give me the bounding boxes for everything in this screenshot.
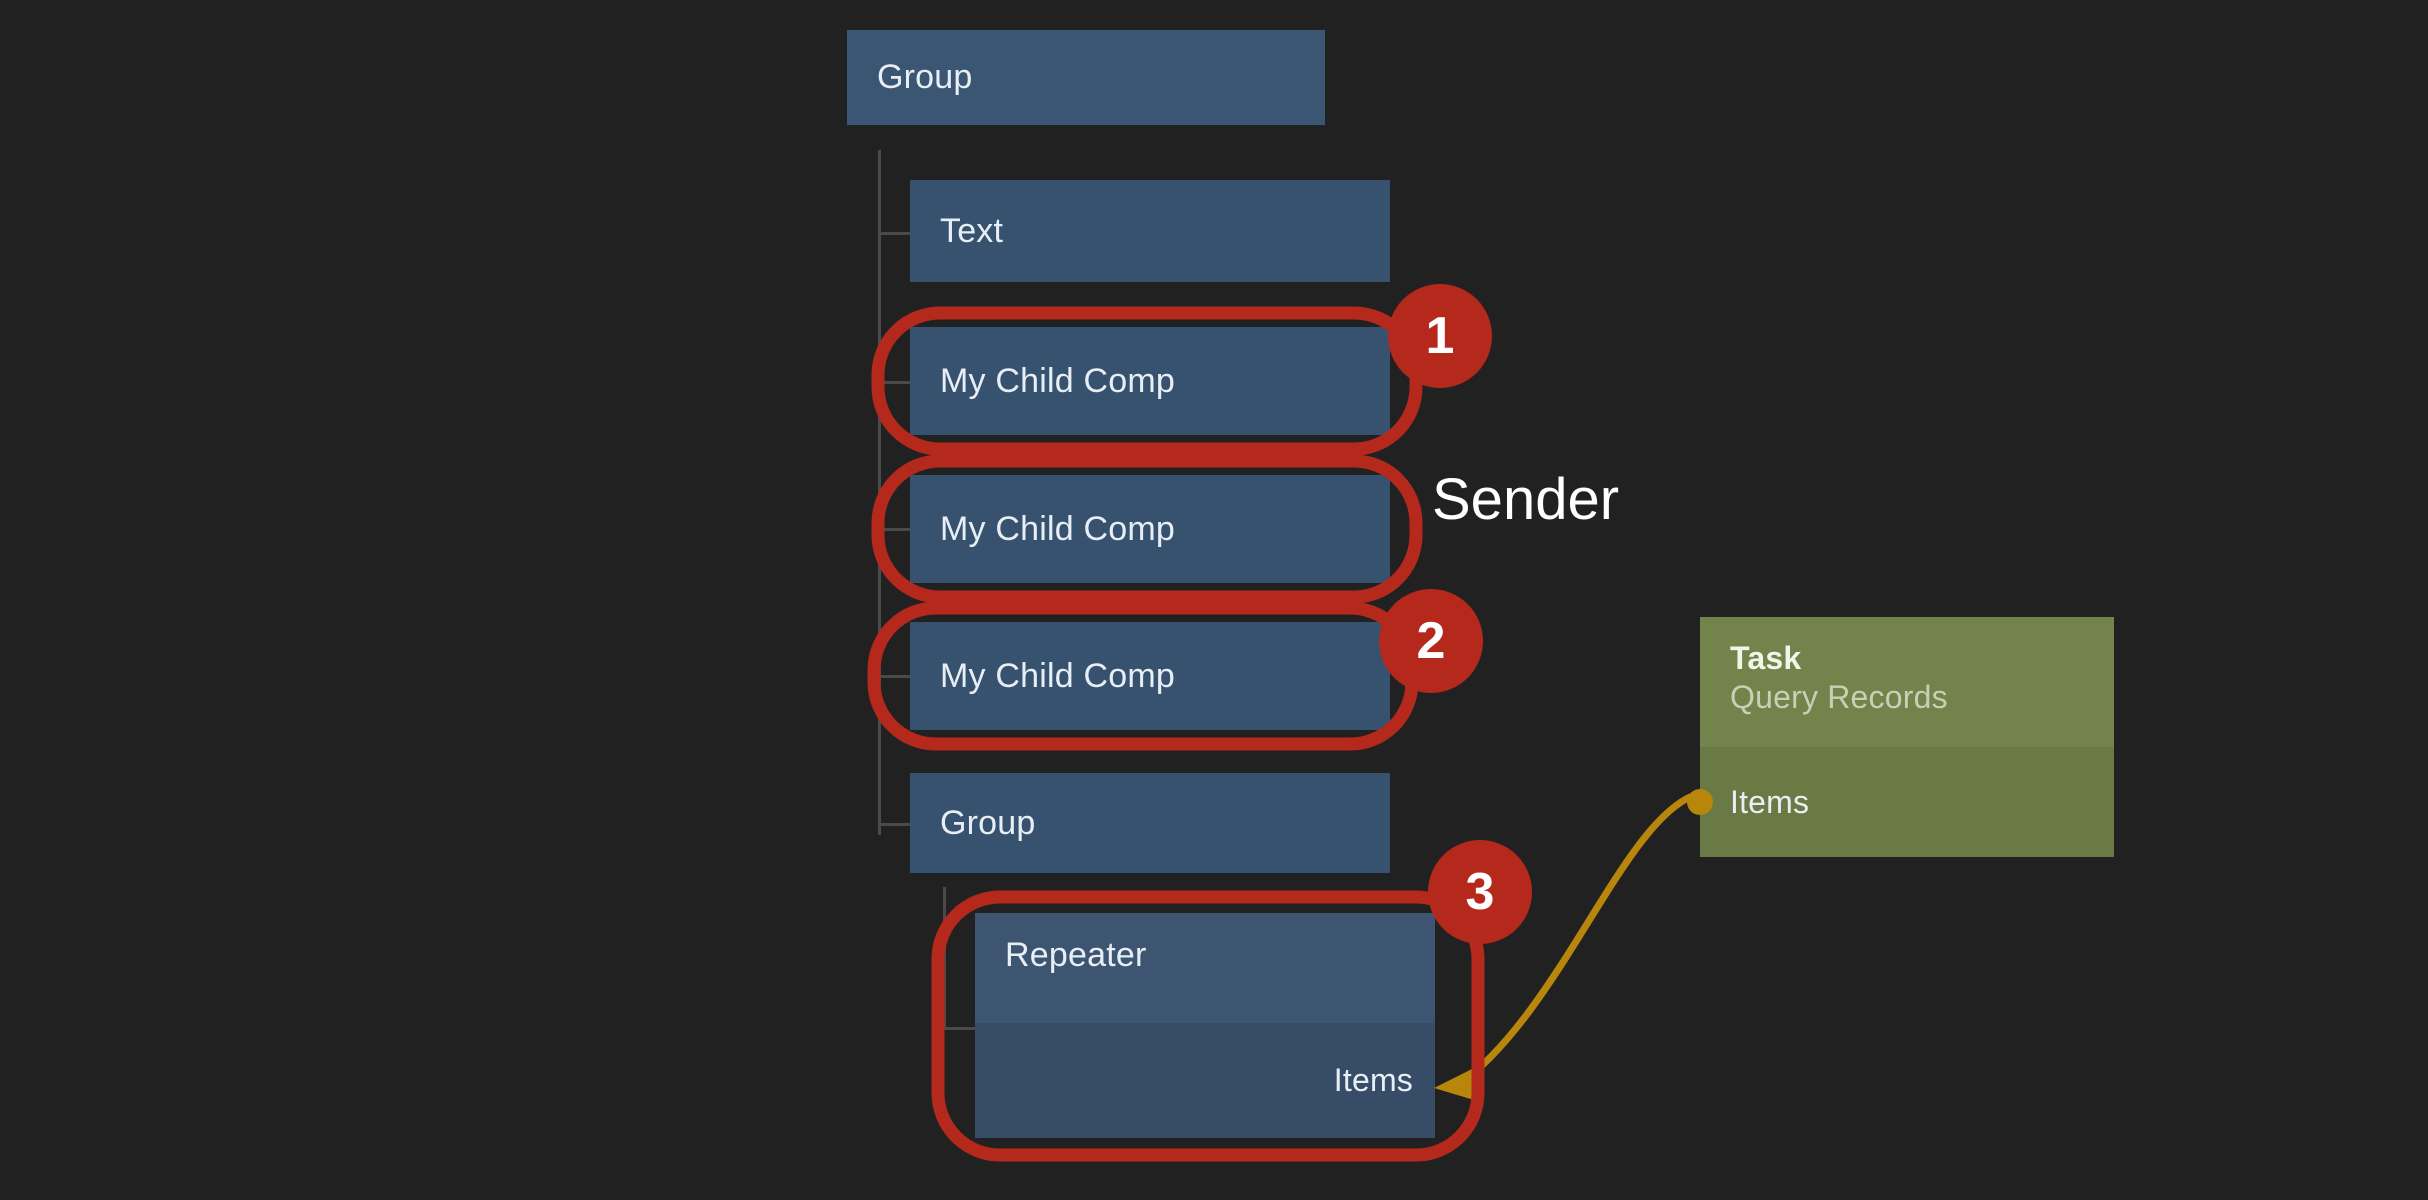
annotation-badge-1: 1 — [1388, 284, 1492, 388]
repeater-header: Repeater — [975, 913, 1435, 1023]
node-repeater[interactable]: Repeater Items — [975, 913, 1435, 1138]
node-task[interactable]: Task Query Records Items — [1687, 617, 2114, 857]
repeater-items-port[interactable]: Items — [975, 1062, 1435, 1099]
annotation-badge-2: 2 — [1379, 589, 1483, 693]
task-items-port-dot[interactable] — [1687, 789, 1713, 815]
node-label: My Child Comp — [940, 656, 1175, 695]
node-label: Text — [940, 211, 1004, 250]
node-label: My Child Comp — [940, 361, 1175, 400]
tree-tick-child-3 — [878, 675, 910, 678]
badge-number: 1 — [1425, 307, 1455, 365]
task-title: Task — [1730, 640, 1802, 676]
port-label: Items — [1730, 783, 1810, 820]
task-subtitle: Query Records — [1730, 679, 1948, 716]
tree-tick-child-1 — [878, 381, 910, 384]
tree-vline-level1 — [878, 150, 881, 835]
node-text[interactable]: Text — [910, 180, 1390, 282]
tree-tick-group-2 — [878, 823, 910, 826]
node-group-root[interactable]: Group — [847, 30, 1325, 125]
node-label: Group — [940, 803, 1036, 842]
repeater-body: Items — [975, 1023, 1435, 1138]
tree-tick-repeater — [943, 1027, 975, 1030]
node-label: My Child Comp — [940, 509, 1175, 548]
data-link-arrowhead — [1434, 1066, 1478, 1100]
annotation-badge-3: 3 — [1428, 840, 1532, 944]
node-my-child-comp-2[interactable]: My Child Comp — [910, 475, 1390, 583]
tree-vline-level2 — [943, 887, 946, 1030]
node-group-child[interactable]: Group — [910, 773, 1390, 873]
task-body: Items — [1687, 747, 2114, 857]
port-label: Items — [1333, 1062, 1413, 1098]
node-my-child-comp-1[interactable]: My Child Comp — [910, 327, 1390, 435]
task-items-port[interactable]: Items — [1700, 784, 2114, 821]
node-label: Group — [877, 58, 973, 96]
tree-tick-text — [878, 232, 910, 235]
sender-label: Sender — [1432, 467, 1620, 532]
repeater-title: Repeater — [1005, 936, 1147, 974]
node-my-child-comp-3[interactable]: My Child Comp — [910, 622, 1390, 730]
task-header: Task Query Records — [1700, 617, 2114, 747]
badge-number: 2 — [1416, 612, 1446, 670]
tree-tick-child-2 — [878, 528, 910, 531]
badge-number: 3 — [1465, 863, 1495, 921]
